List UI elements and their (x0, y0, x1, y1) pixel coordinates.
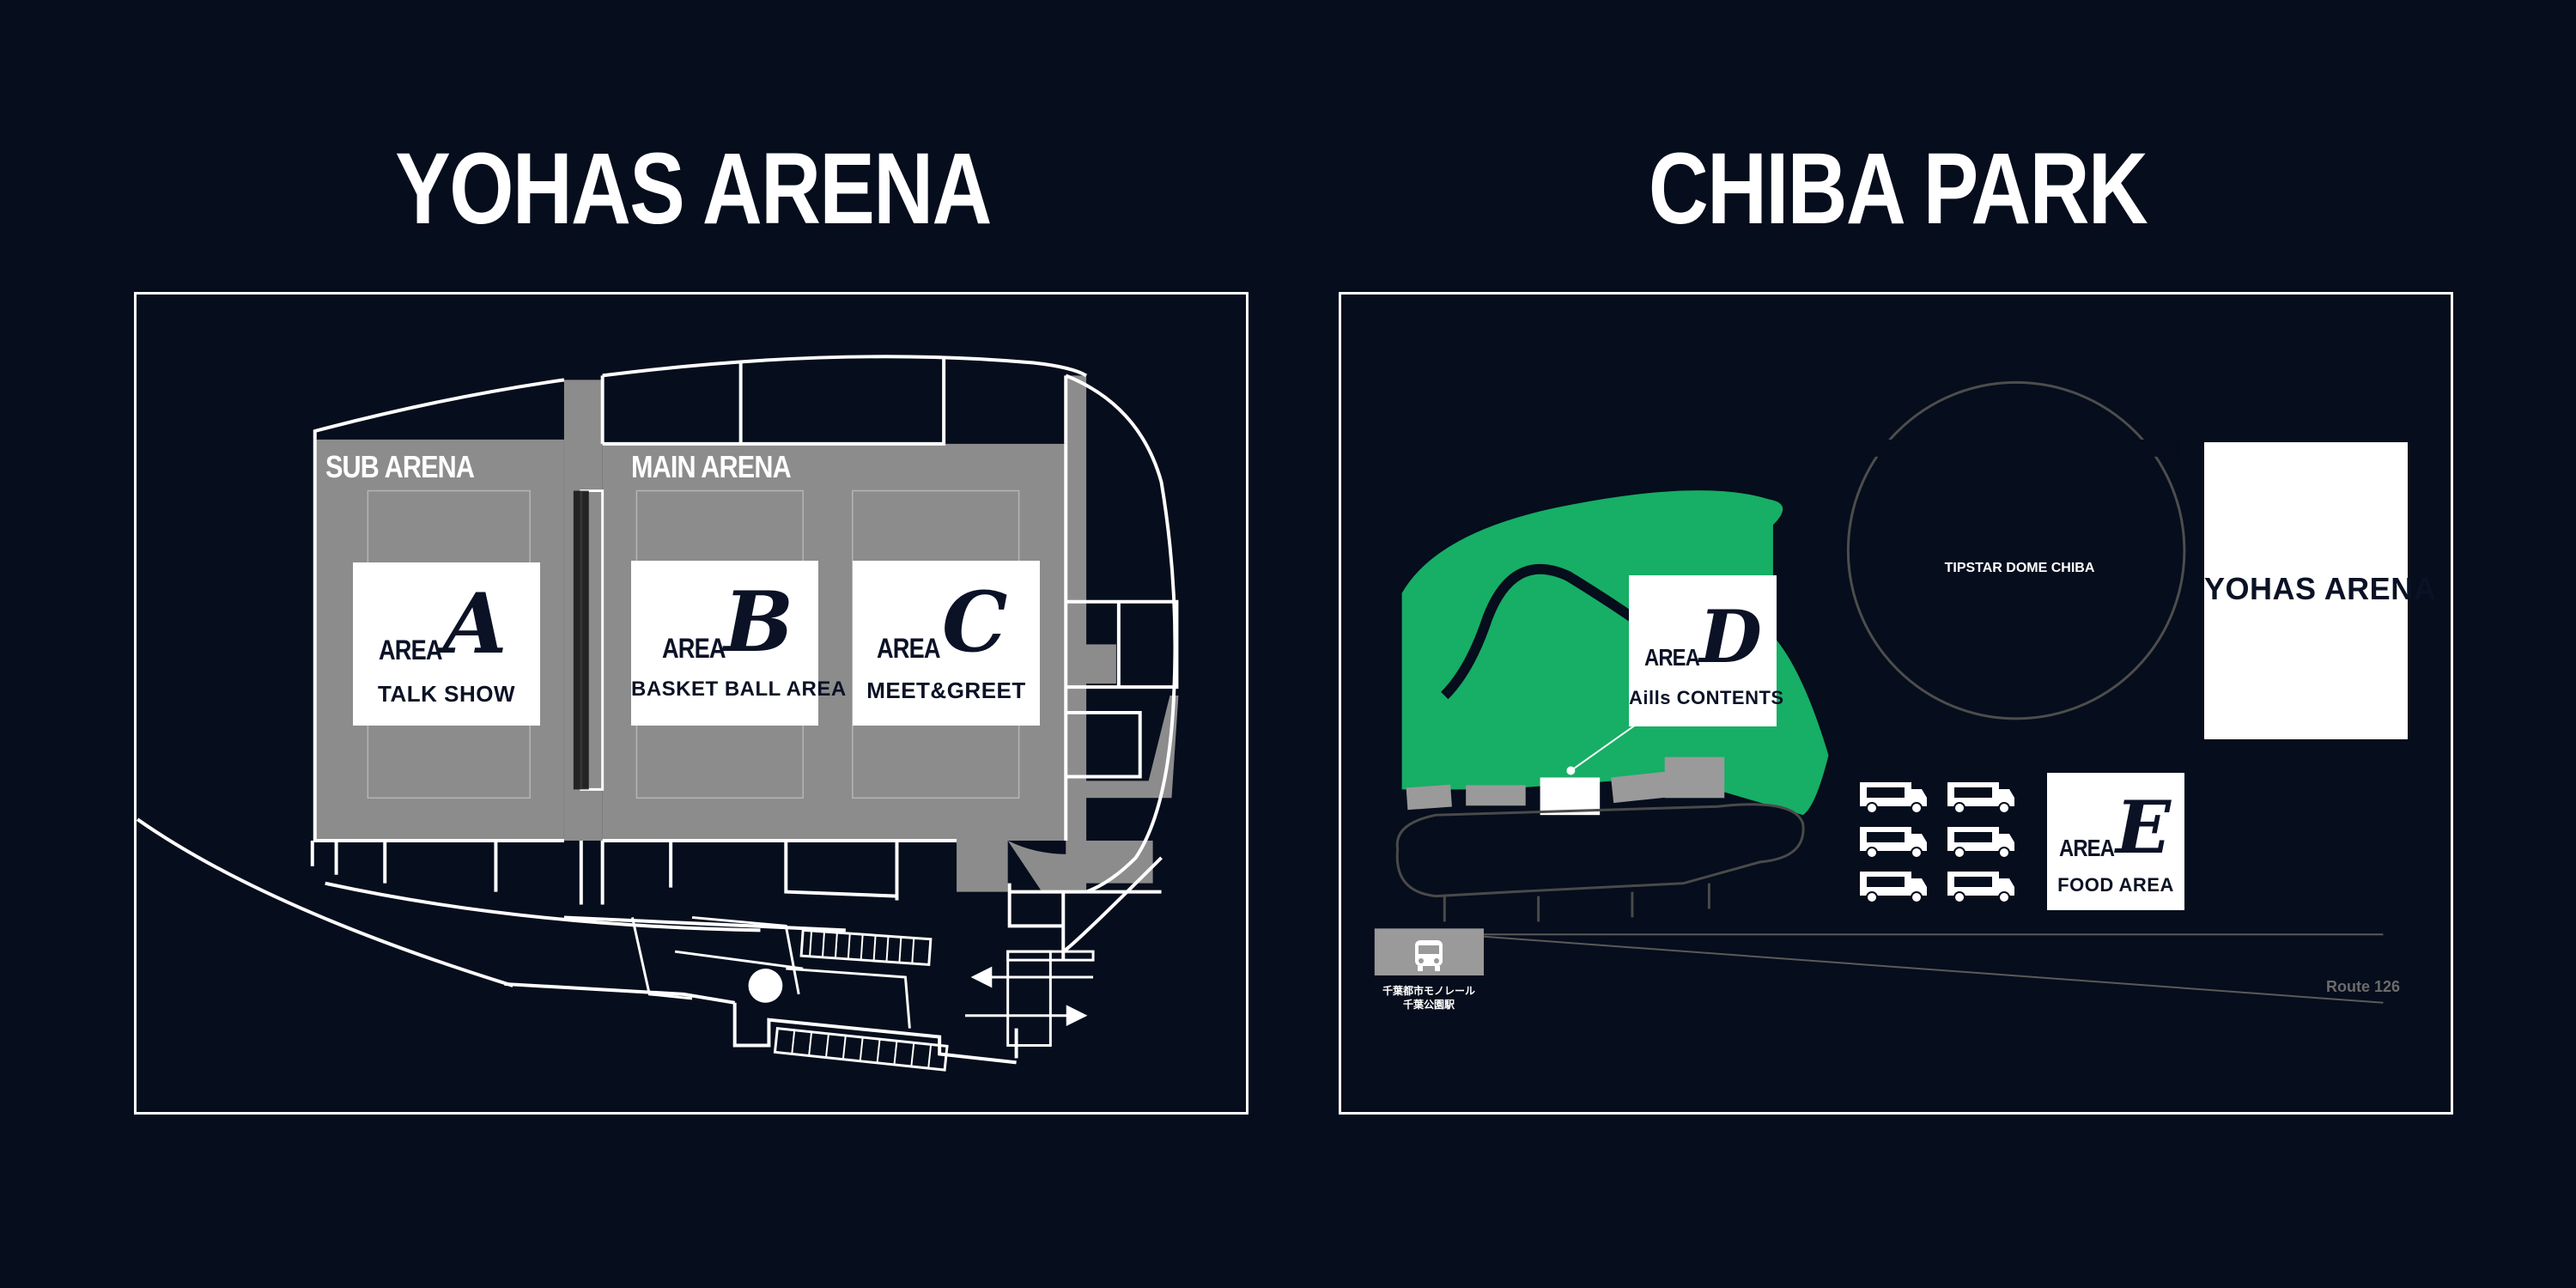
area-d-letter: D (1699, 594, 1762, 679)
sub-arena-label: SUB ARENA (325, 449, 475, 484)
food-truck-icon (1947, 826, 2015, 859)
route-126-label: Route 126 (2325, 978, 2401, 995)
area-e-letter: E (2116, 785, 2172, 870)
area-c-caption: MEET&GREET (866, 677, 1026, 703)
tipstar-dome-label: TIPSTAR DOME CHIBA (1944, 561, 2095, 575)
area-a-letter: A (443, 575, 507, 672)
area-c-card[interactable]: AREA C MEET&GREET (853, 561, 1040, 726)
yohas-arena-block[interactable]: YOHAS ARENA (2204, 442, 2437, 739)
area-a-card[interactable]: AREA A TALK SHOW (353, 562, 540, 726)
yohas-arena-map: SUB ARENA MAIN ARENA AREA A TALK SHOW AR… (134, 292, 1249, 1115)
bus-icon (1415, 940, 1443, 971)
yohas-arena-block-label: YOHAS ARENA (2204, 571, 2437, 606)
area-b-card[interactable]: AREA B BASKET BALL AREA (631, 561, 847, 726)
area-b-letter: B (724, 574, 794, 671)
station-label-line2: 千葉公園駅 (1402, 999, 1455, 1011)
area-d-caption: Aills CONTENTS (1629, 687, 1784, 708)
food-trucks (1859, 781, 2015, 903)
chiba-park-map: TIPSTAR DOME CHIBA YOHAS ARENA AREA D Ai… (1339, 292, 2453, 1115)
area-d-word: AREA (1644, 644, 1700, 671)
food-truck-icon (1947, 781, 2015, 814)
food-truck-icon (1859, 826, 1928, 859)
escalator-icon (748, 969, 783, 1003)
main-arena-label: MAIN ARENA (631, 449, 792, 484)
area-a-caption: TALK SHOW (378, 681, 515, 707)
area-e-card[interactable]: AREA E FOOD AREA (2047, 773, 2184, 910)
food-truck-icon (1859, 781, 1928, 814)
food-truck-icon (1947, 871, 2015, 903)
area-e-word: AREA (2059, 835, 2115, 861)
yohas-arena-title: YOHAS ARENA (395, 132, 992, 246)
area-a-word: AREA (379, 635, 443, 665)
area-c-word: AREA (877, 633, 941, 664)
area-e-caption: FOOD AREA (2057, 874, 2174, 896)
area-b-caption: BASKET BALL AREA (631, 677, 847, 701)
chiba-park-title: CHIBA PARK (1648, 132, 2148, 246)
station-label-line1: 千葉都市モノレール (1382, 985, 1475, 997)
area-d-card[interactable]: AREA D Aills CONTENTS (1629, 575, 1784, 726)
area-b-word: AREA (662, 633, 726, 664)
area-c-letter: C (942, 574, 1008, 671)
food-truck-icon (1859, 871, 1928, 903)
